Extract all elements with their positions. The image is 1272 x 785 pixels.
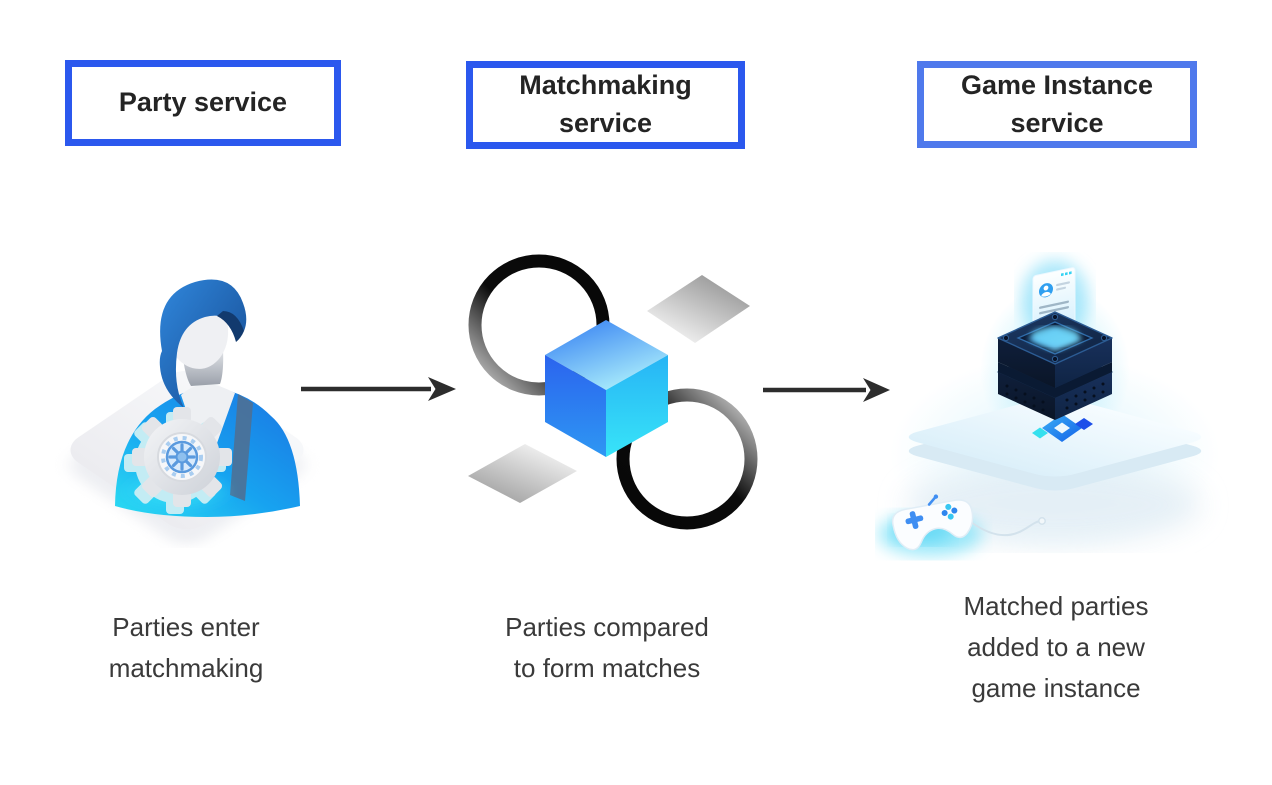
arrow-matchmaking-to-game-instance bbox=[763, 378, 890, 402]
arrow-party-to-matchmaking bbox=[301, 377, 456, 401]
caption-matchmaking: Parties compared to form matches bbox=[505, 612, 709, 683]
blue-cube bbox=[545, 320, 668, 457]
gear-icon bbox=[124, 407, 232, 514]
service-box-matchmaking: Matchmaking service bbox=[466, 61, 745, 149]
platform-logo bbox=[1032, 414, 1093, 442]
service-box-matchmaking-title: Matchmaking service bbox=[519, 70, 692, 138]
service-box-game-instance-title: Game Instance service bbox=[960, 69, 1154, 138]
isometric-platform bbox=[908, 397, 1202, 491]
matchmaking-cube-links-icon bbox=[468, 254, 758, 530]
gray-diamond-bottom-left bbox=[468, 444, 577, 503]
service-box-party: Party service bbox=[65, 60, 341, 146]
gray-diamond-top-right bbox=[647, 275, 750, 343]
service-box-party-title: Party service bbox=[118, 87, 288, 118]
caption-game-instance: Matched parties added to a new game inst… bbox=[963, 591, 1149, 703]
server-stack bbox=[996, 260, 1114, 420]
party-user-gear-icon bbox=[70, 279, 304, 545]
caption-party: Parties enter matchmaking bbox=[108, 612, 264, 683]
service-box-game-instance: Game Instance service bbox=[917, 61, 1197, 148]
link-ring-bottom-right bbox=[616, 388, 758, 530]
gamepad-icon bbox=[878, 494, 1046, 556]
game-instance-server-icon bbox=[878, 260, 1220, 556]
